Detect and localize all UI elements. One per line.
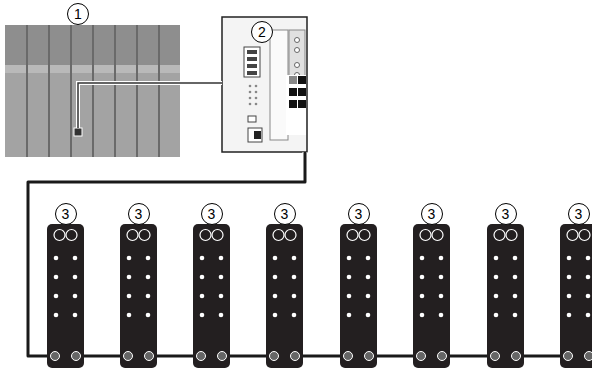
gateway-device: 2 — [222, 17, 307, 152]
io-module-body — [47, 203, 84, 368]
callout-number: 1 — [67, 3, 89, 25]
io-module: 3 — [47, 203, 84, 368]
network-cable — [524, 356, 560, 357]
io-module: 3 — [120, 203, 157, 368]
io-module-body — [340, 203, 377, 368]
network-cable — [303, 356, 340, 357]
io-module: 3 — [266, 203, 303, 368]
io-module-body — [120, 203, 157, 368]
callout-number: 3 — [274, 203, 296, 225]
io-module: 3 — [193, 203, 230, 368]
callout-number: 3 — [55, 203, 77, 225]
network-cable — [180, 83, 222, 84]
io-module-body — [487, 203, 524, 368]
gateway-device — [222, 17, 307, 152]
io-module-body — [266, 203, 303, 368]
callout-number: 2 — [251, 21, 273, 43]
io-module-body — [413, 203, 450, 368]
io-module-body — [560, 203, 592, 368]
io-module-body — [193, 203, 230, 368]
network-cable — [157, 356, 193, 357]
plc-rack — [5, 25, 180, 157]
callout-number: 3 — [495, 203, 517, 225]
io-module: 3 — [560, 203, 592, 368]
callout-number: 3 — [568, 203, 590, 225]
network-cable — [450, 356, 487, 357]
network-cable — [84, 356, 120, 357]
io-module: 3 — [340, 203, 377, 368]
callout-number: 3 — [128, 203, 150, 225]
io-module: 3 — [413, 203, 450, 368]
io-module: 3 — [487, 203, 524, 368]
plc-rack: 1 — [5, 2, 180, 157]
callout-number: 3 — [348, 203, 370, 225]
network-cable — [230, 356, 266, 357]
network-cable — [377, 356, 413, 357]
callout-number: 3 — [201, 203, 223, 225]
callout-number: 3 — [421, 203, 443, 225]
